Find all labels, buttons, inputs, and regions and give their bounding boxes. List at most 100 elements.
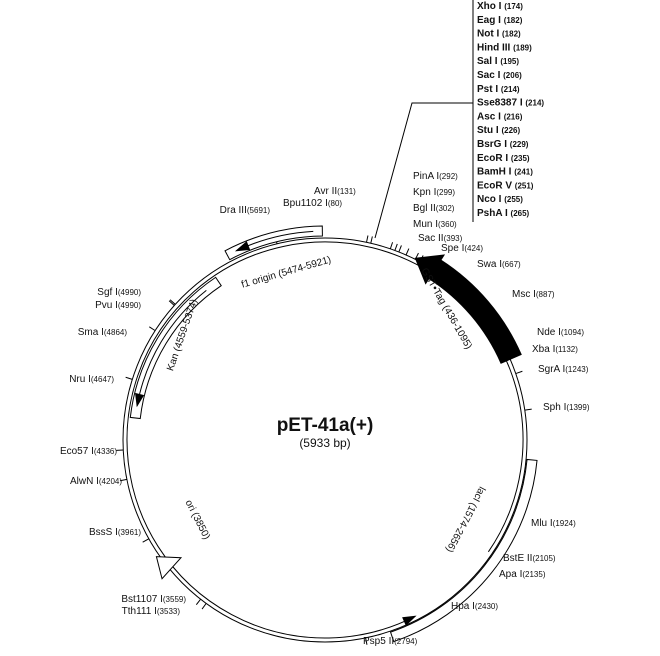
mcs-leader-line xyxy=(374,102,473,239)
laci-arrowhead xyxy=(402,615,417,626)
site-label-mun-i: Mun I(360) xyxy=(413,219,457,230)
site-name: SgrA I xyxy=(538,364,565,375)
site-position: (4647) xyxy=(91,375,114,384)
mcs-site-name: Pst I xyxy=(477,84,501,95)
site-tick-kpn-i xyxy=(394,243,398,251)
mcs-site-name: Not I xyxy=(477,29,502,40)
site-position: (3961) xyxy=(118,528,141,537)
site-name: Pvu I xyxy=(95,300,118,311)
mcs-site-eag-i: Eag I (182) xyxy=(477,15,523,26)
laci-box xyxy=(389,458,538,643)
mcs-site-xho-i: Xho I (174) xyxy=(477,1,523,12)
site-label-apa-i: Apa I(2135) xyxy=(499,569,546,580)
kan-arrowhead xyxy=(135,392,145,408)
site-labels: Avr II(131)Bpu1102 I(80)PinA I(292)Kpn I… xyxy=(60,171,590,647)
site-label-sgf-i: Sgf I(4990) xyxy=(97,287,141,298)
site-name: Nru I xyxy=(69,374,91,385)
site-name: PinA I xyxy=(413,171,439,182)
site-name: BssS I xyxy=(89,527,118,538)
site-name: Mun I xyxy=(413,219,438,230)
site-label-swa-i: Swa I(667) xyxy=(477,259,521,270)
site-name: Kpn I xyxy=(413,187,436,198)
site-name: Sac II xyxy=(418,233,444,244)
mcs-site-name: EcoR V xyxy=(477,180,515,191)
site-name: Dra III xyxy=(220,205,247,216)
site-label-sgra-i: SgrA I(1243) xyxy=(538,364,589,375)
mcs-site-position: (216) xyxy=(504,112,523,121)
site-tick-pina-i xyxy=(389,242,394,250)
mcs-site-position: (214) xyxy=(525,99,544,108)
site-position: (4990) xyxy=(118,288,141,297)
site-name: Sph I xyxy=(543,402,566,413)
mcs-site-position: (182) xyxy=(502,30,521,39)
ori-marker xyxy=(155,556,183,580)
feature-label-laci: lacI (1574-2656) xyxy=(443,484,487,553)
site-position: (1399) xyxy=(566,403,589,412)
site-label-sph-i: Sph I(1399) xyxy=(543,402,590,413)
site-label-sma-i: Sma I(4864) xyxy=(78,327,128,338)
mcs-site-position: (235) xyxy=(511,154,530,163)
site-name: Sgf I xyxy=(97,287,118,298)
mcs-site-position: (214) xyxy=(501,85,520,94)
site-label-eco57-i: Eco57 I(4336) xyxy=(60,446,117,457)
site-tick-nru-i xyxy=(125,376,133,380)
mcs-site-name: Sal I xyxy=(477,56,500,67)
site-position: (5691) xyxy=(247,206,270,215)
site-position: (292) xyxy=(439,172,458,181)
site-name: Hpa I xyxy=(451,601,475,612)
mcs-site-position: (195) xyxy=(500,57,519,66)
site-name: Spe I xyxy=(441,243,464,254)
f1-origin-box xyxy=(224,225,323,261)
site-position: (667) xyxy=(502,260,521,269)
mcs-site-position: (174) xyxy=(504,2,523,11)
mcs-block: Xho I (174)Eag I (182)Not I (182)Hind II… xyxy=(374,0,544,239)
mcs-site-position: (251) xyxy=(515,181,534,190)
site-position: (1132) xyxy=(555,345,578,354)
site-position: (1243) xyxy=(565,365,588,374)
plasmid-size: (5933 bp) xyxy=(299,436,350,450)
site-label-tth111-i: Tth111 I(3533) xyxy=(122,606,181,617)
mcs-site-not-i: Not I (182) xyxy=(477,29,521,40)
site-label-psp5-ii: Psp5 II(2794) xyxy=(363,636,418,647)
mcs-site-pst-i: Pst I (214) xyxy=(477,84,520,95)
site-tick-alwn-i xyxy=(119,478,127,482)
mcs-site-name: Asc I xyxy=(477,111,504,122)
site-name: Bpu1102 I xyxy=(283,198,328,209)
site-tick-sgra-i xyxy=(515,370,523,375)
site-position: (2105) xyxy=(532,554,555,563)
mcs-site-name: EcoR I xyxy=(477,153,511,164)
mcs-site-position: (255) xyxy=(504,195,523,204)
mcs-site-position: (265) xyxy=(511,209,530,218)
kan-box xyxy=(129,276,222,420)
site-position: (1094) xyxy=(561,328,584,337)
mcs-site-name: PshA I xyxy=(477,208,511,219)
site-label-mlu-i: Mlu I(1924) xyxy=(531,518,576,529)
site-position: (360) xyxy=(438,220,457,229)
mcs-site-sac-i: Sac I (206) xyxy=(477,70,522,81)
gst-tag-arrow xyxy=(414,254,522,364)
mcs-site-name: BamH I xyxy=(477,167,514,178)
site-position: (3533) xyxy=(157,607,180,616)
site-name: Tth111 I xyxy=(122,606,157,617)
site-name: Nde I xyxy=(537,327,561,338)
mcs-site-nco-i: Nco I (255) xyxy=(477,194,523,205)
site-label-hpa-i: Hpa I(2430) xyxy=(451,601,498,612)
site-label-sac-ii: Sac II(393) xyxy=(418,233,463,244)
mcs-site-name: Xho I xyxy=(477,1,504,12)
mcs-site-psha-i: PshA I (265) xyxy=(477,208,530,219)
site-label-bgl-ii: Bgl II(302) xyxy=(413,203,455,214)
site-label-xba-i: Xba I(1132) xyxy=(532,344,578,355)
site-label-pvu-i: Pvu I(4990) xyxy=(95,300,141,311)
site-position: (299) xyxy=(436,188,455,197)
mcs-site-name: Sse8387 I xyxy=(477,98,525,109)
site-label-alwn-i: AlwN I(4204) xyxy=(70,476,122,487)
site-tick-sph-i xyxy=(524,408,532,411)
mcs-site-name: Eag I xyxy=(477,15,504,26)
mcs-site-bamh-i: BamH I (241) xyxy=(477,167,533,178)
site-position: (3559) xyxy=(163,595,186,604)
mcs-site-ecor-i: EcoR I (235) xyxy=(477,153,530,164)
mcs-site-name: Stu I xyxy=(477,125,501,136)
site-tick-bgl-ii xyxy=(398,245,402,253)
site-tick-bst1107-i xyxy=(195,598,202,606)
site-position: (393) xyxy=(444,234,463,243)
